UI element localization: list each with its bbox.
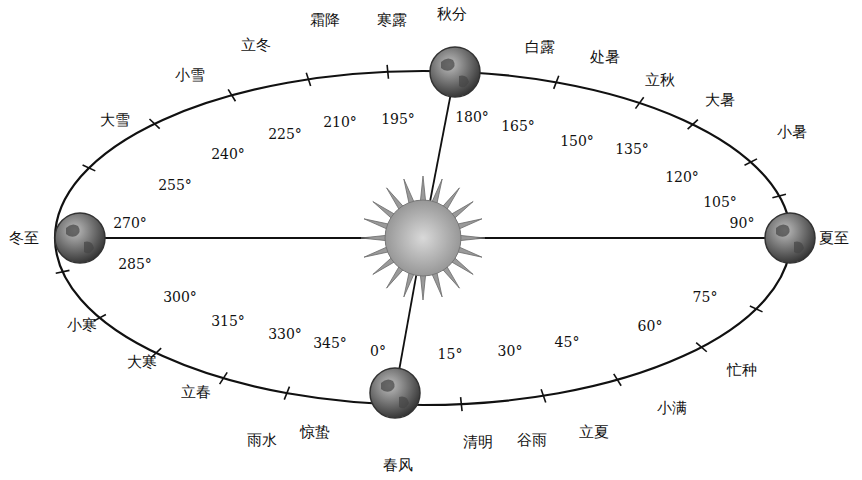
orbit-tick bbox=[750, 306, 763, 312]
orbit-tick bbox=[772, 194, 786, 198]
solar-term-label: 谷雨 bbox=[516, 432, 548, 449]
solar-term-label: 清明 bbox=[462, 434, 494, 451]
orbit-ellipse bbox=[55, 71, 791, 405]
degree-label: 180° bbox=[454, 110, 490, 125]
orbit-tick bbox=[387, 65, 388, 79]
solar-term-label: 小雪 bbox=[174, 67, 206, 84]
degree-label: 225° bbox=[267, 127, 303, 142]
degree-label: 120° bbox=[664, 170, 700, 185]
solar-term-label: 大暑 bbox=[704, 92, 736, 109]
orbit-tick bbox=[554, 76, 559, 89]
degree-label: 300° bbox=[162, 290, 198, 305]
orbit-tick bbox=[306, 73, 310, 86]
orbit-tick bbox=[220, 372, 228, 384]
orbit-tick bbox=[635, 97, 643, 108]
orbit-tick bbox=[688, 120, 698, 130]
degree-label: 135° bbox=[614, 142, 650, 157]
degree-label: 210° bbox=[322, 115, 358, 130]
orbit-tick bbox=[461, 397, 462, 411]
solar-term-label: 惊蛰 bbox=[299, 424, 331, 441]
degree-label: 315° bbox=[210, 314, 246, 329]
degree-label: 330° bbox=[267, 327, 303, 342]
solar-term-label: 白露 bbox=[524, 39, 556, 56]
degree-label: 150° bbox=[559, 134, 595, 149]
orbit-tick bbox=[541, 389, 546, 402]
solar-term-label: 霜降 bbox=[309, 12, 341, 29]
earth bbox=[765, 213, 815, 263]
orbit-tick bbox=[284, 387, 289, 400]
solar-term-label: 立秋 bbox=[644, 72, 676, 89]
solar-term-label: 小暑 bbox=[776, 124, 808, 141]
degree-label: 270° bbox=[112, 216, 148, 231]
solar-term-label: 冬至 bbox=[8, 230, 40, 247]
degree-label: 75° bbox=[692, 290, 719, 305]
degree-label: 195° bbox=[380, 112, 416, 127]
degree-label: 105° bbox=[702, 195, 738, 210]
orbit-tick bbox=[149, 119, 159, 129]
degree-label: 165° bbox=[500, 119, 536, 134]
solar-term-label: 寒露 bbox=[376, 12, 408, 29]
solar-term-label: 夏至 bbox=[818, 230, 850, 247]
solar-term-label: 立冬 bbox=[240, 37, 272, 54]
solar-term-label: 春风 bbox=[382, 457, 414, 474]
solar-term-label: 大寒 bbox=[126, 354, 158, 371]
degree-label: 45° bbox=[554, 335, 581, 350]
degree-label: 0° bbox=[369, 344, 387, 359]
earth bbox=[430, 47, 480, 97]
earth bbox=[55, 213, 105, 263]
orbit-tick bbox=[228, 89, 235, 101]
degree-label: 285° bbox=[117, 257, 153, 272]
solar-term-label: 小满 bbox=[656, 400, 688, 417]
orbit-tick bbox=[696, 343, 707, 352]
degree-label: 90° bbox=[729, 216, 756, 231]
orbit-tick bbox=[745, 159, 757, 165]
orbit-tick bbox=[83, 165, 96, 171]
solar-term-label: 立夏 bbox=[578, 424, 610, 441]
solar-term-label: 处暑 bbox=[589, 49, 621, 66]
solar-term-label: 小寒 bbox=[66, 317, 98, 334]
earth bbox=[370, 368, 420, 418]
solar-term-label: 秋分 bbox=[436, 6, 468, 23]
orbit-tick bbox=[614, 374, 621, 386]
solar-term-label: 立春 bbox=[180, 384, 212, 401]
degree-label: 60° bbox=[637, 319, 664, 334]
degree-label: 15° bbox=[437, 347, 464, 362]
solar-term-label: 雨水 bbox=[246, 432, 278, 449]
orbit-tick bbox=[56, 270, 70, 273]
degree-label: 345° bbox=[312, 336, 348, 351]
degree-label: 30° bbox=[497, 344, 524, 359]
sun bbox=[385, 200, 461, 276]
solar-term-label: 忙种 bbox=[726, 362, 758, 379]
degree-label: 255° bbox=[157, 178, 193, 193]
solar-term-label: 大雪 bbox=[99, 112, 131, 129]
degree-label: 240° bbox=[210, 147, 246, 162]
